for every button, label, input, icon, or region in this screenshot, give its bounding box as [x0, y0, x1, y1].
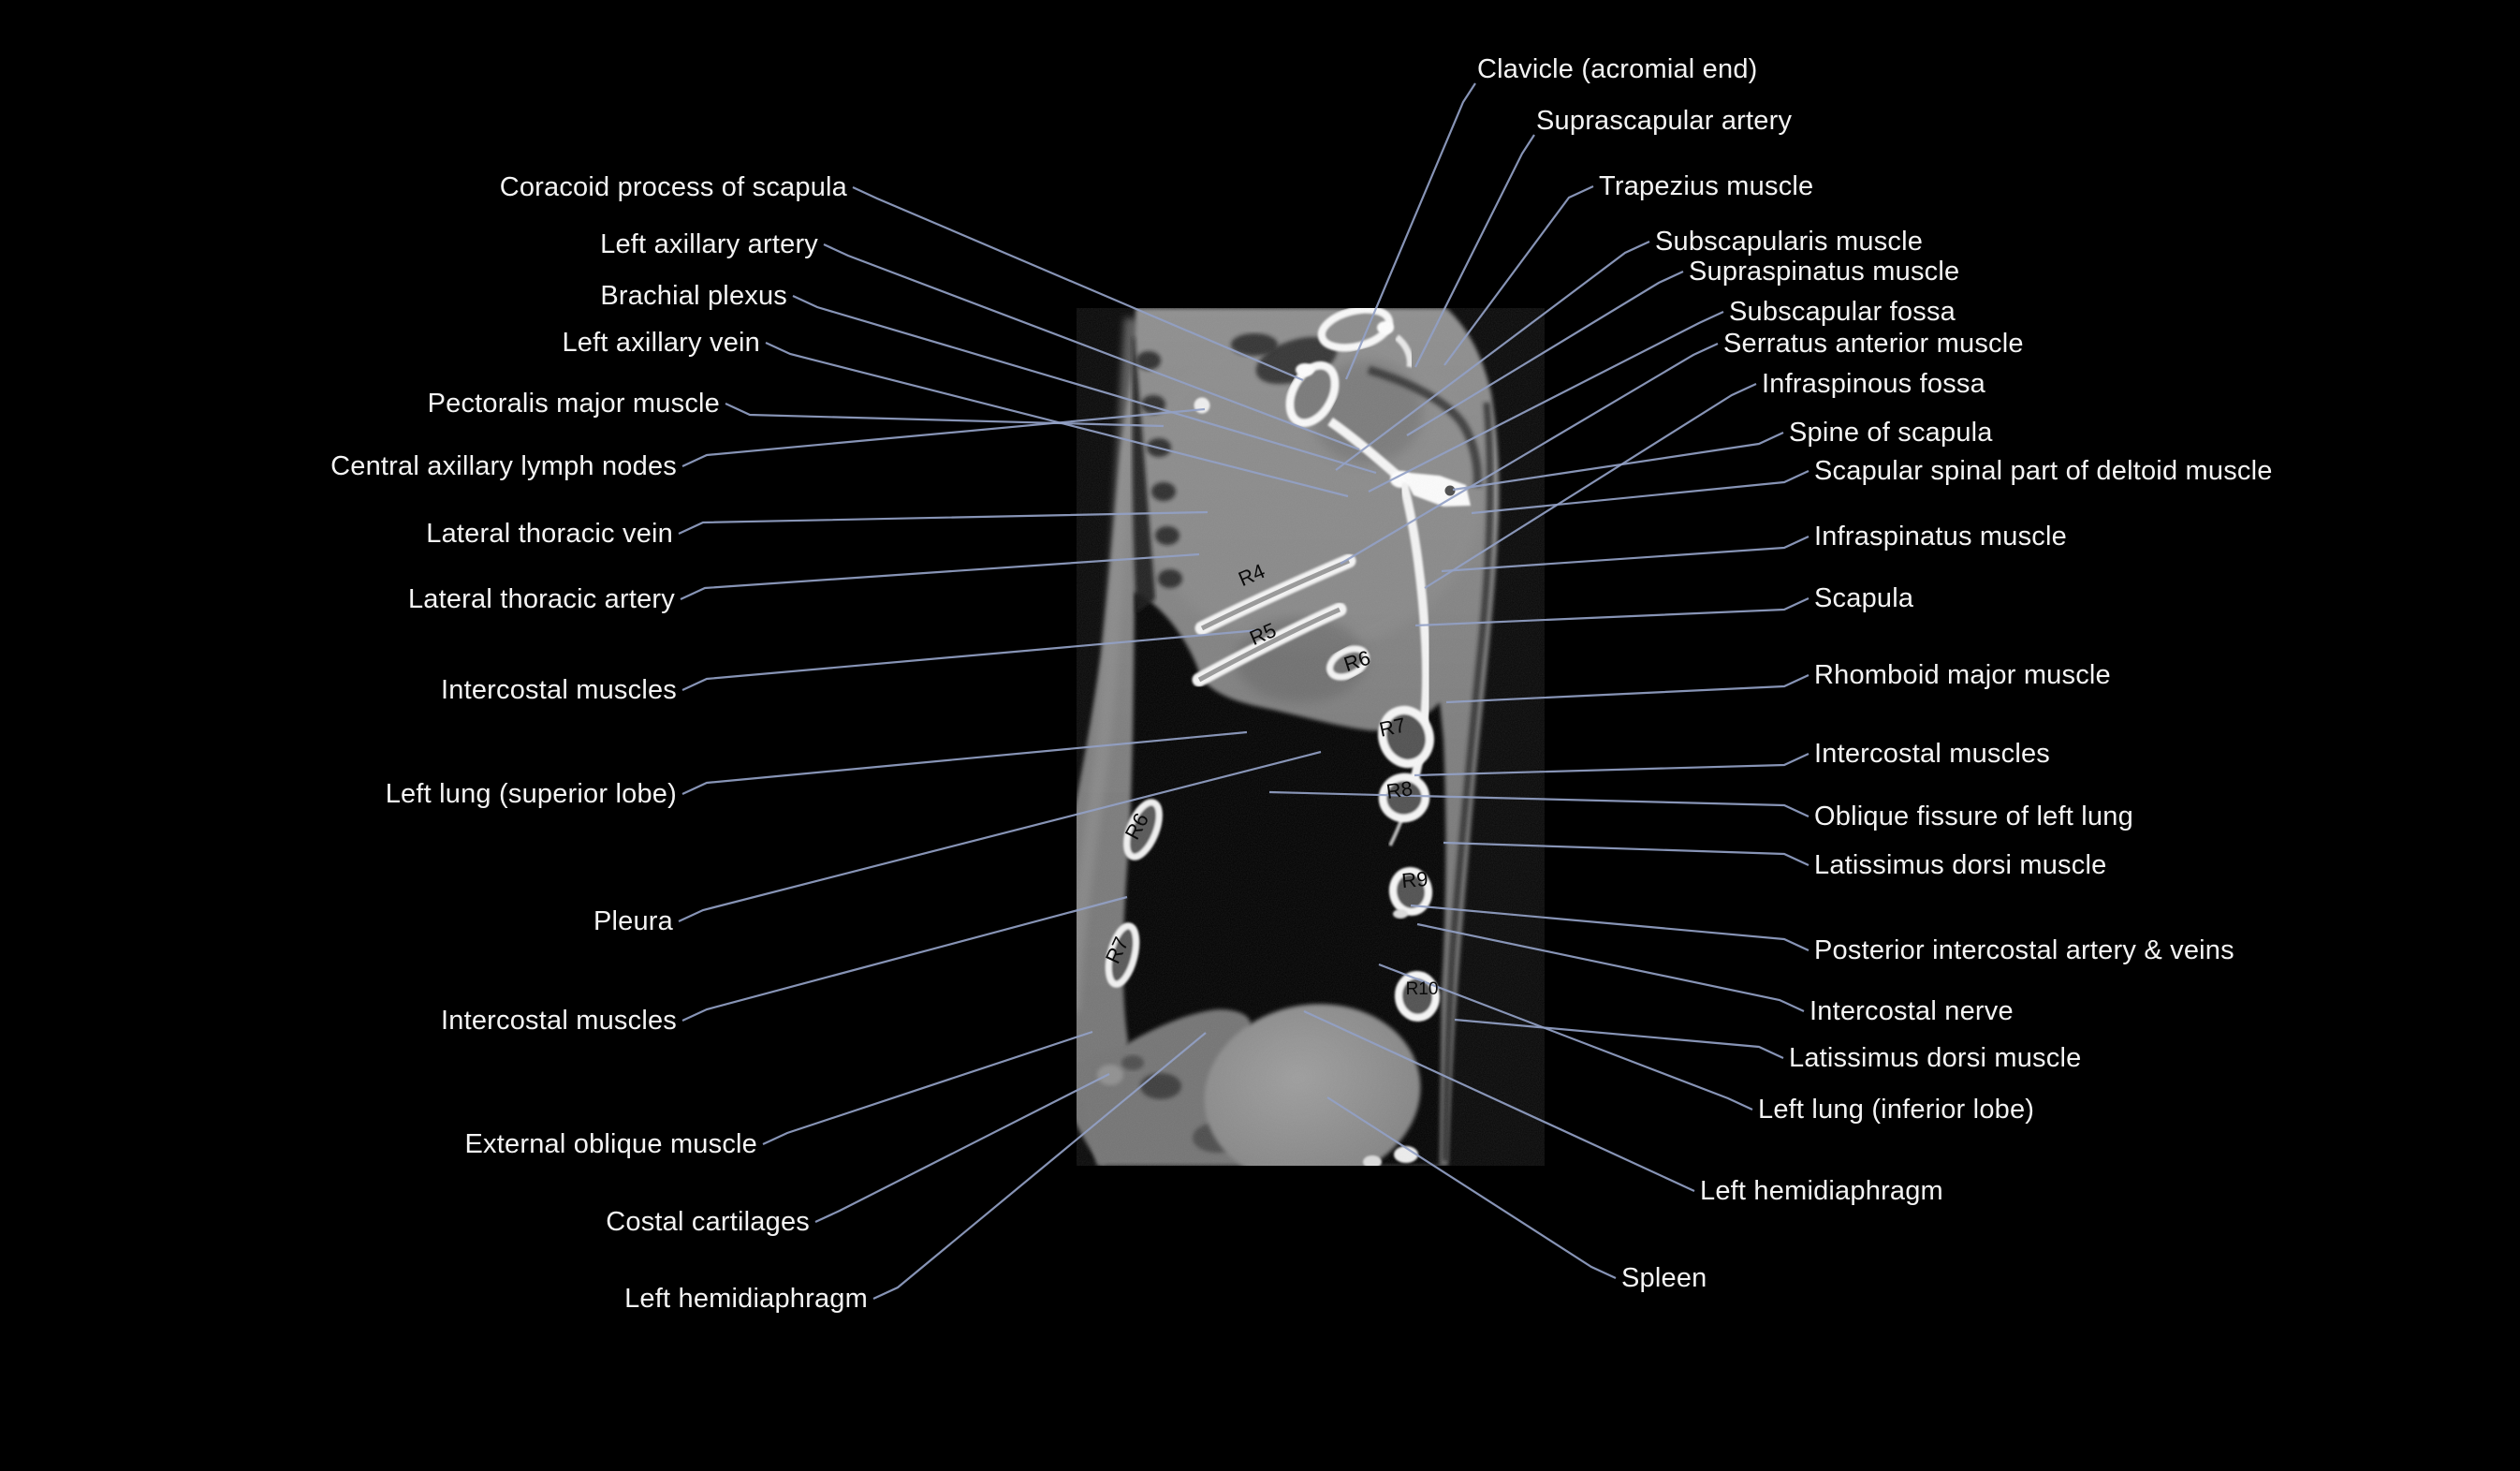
anatomy-label: Spine of scapula — [1789, 418, 1993, 448]
anatomy-label: Intercostal muscles — [441, 675, 677, 705]
leader-line — [1414, 753, 1809, 777]
leader-line — [1406, 271, 1684, 436]
anatomy-label: Left lung (inferior lobe) — [1758, 1095, 2035, 1125]
leader-line — [1416, 922, 1805, 1012]
anatomy-label: Intercostal muscles — [441, 1006, 677, 1036]
leader-line — [1443, 841, 1809, 866]
anatomy-label: External oblique muscle — [464, 1129, 757, 1159]
leader-line — [1452, 432, 1784, 492]
anatomy-label: Left hemidiaphragm — [1700, 1176, 1943, 1206]
leader-line — [762, 1030, 1093, 1145]
anatomy-label: Lateral thoracic vein — [426, 519, 673, 549]
leader-line — [1424, 383, 1757, 589]
anatomy-label: Trapezius muscle — [1599, 171, 1814, 201]
leader-line — [681, 895, 1128, 1022]
anatomy-label: Intercostal nerve — [1809, 996, 2014, 1026]
rib-label: R5 — [1246, 618, 1280, 650]
leader-line — [823, 243, 1360, 451]
rib-label: R7 — [1101, 934, 1134, 967]
leader-line — [872, 1032, 1207, 1300]
ct-scan-content — [1077, 308, 1545, 1166]
leader-line — [814, 1073, 1110, 1223]
leader-line — [678, 750, 1322, 922]
anatomy-label: Left hemidiaphragm — [624, 1284, 868, 1314]
anatomy-label: Pectoralis major muscle — [427, 389, 720, 419]
anatomy-label: Scapular spinal part of deltoid muscle — [1814, 456, 2273, 486]
leader-line — [1340, 343, 1719, 565]
anatomy-label: Central axillary lymph nodes — [330, 451, 677, 481]
leader-line — [681, 730, 1248, 795]
leader-line — [1414, 597, 1809, 627]
anatomy-label: Subscapularis muscle — [1655, 227, 1924, 257]
anatomy-label: Scapula — [1814, 583, 1914, 613]
anatomy-label: Latissimus dorsi muscle — [1789, 1043, 2082, 1073]
rib-label: R7 — [1377, 713, 1408, 742]
rib-label: R4 — [1235, 559, 1268, 591]
leader-line — [1443, 185, 1594, 366]
anatomy-label: Clavicle (acromial end) — [1477, 54, 1758, 84]
leader-line — [1344, 82, 1476, 380]
anatomy-label: Rhomboid major muscle — [1814, 660, 2111, 690]
leader-line — [1414, 134, 1535, 368]
leader-line — [678, 510, 1209, 535]
leader-line — [1441, 536, 1809, 573]
anatomy-label: Spleen — [1621, 1263, 1707, 1293]
anatomy-label: Pleura — [593, 906, 673, 936]
anatomy-label: Infraspinatus muscle — [1814, 522, 2067, 552]
rib-label: R8 — [1385, 776, 1414, 803]
anatomy-label: Serratus anterior muscle — [1723, 329, 2024, 359]
leader-line — [680, 552, 1200, 600]
anatomy-label: Left lung (superior lobe) — [385, 779, 677, 809]
leader-line — [1368, 311, 1724, 493]
leader-line — [1303, 1010, 1695, 1192]
leader-line — [1454, 1018, 1784, 1059]
leader-line — [681, 407, 1206, 467]
anatomy-label: Suprascapular artery — [1536, 106, 1793, 136]
anatomy-label: Posterior intercostal artery & veins — [1814, 935, 2234, 965]
anatomy-label: Costal cartilages — [606, 1207, 810, 1237]
rib-label: R6 — [1121, 809, 1153, 844]
anatomy-label: Left axillary artery — [600, 229, 818, 259]
leader-line — [1326, 1096, 1617, 1279]
anatomy-label: Infraspinous fossa — [1762, 369, 1985, 399]
leader-line — [1378, 963, 1753, 1111]
rib-label: R6 — [1341, 646, 1372, 676]
anatomy-label: Left axillary vein — [562, 328, 760, 358]
anatomy-label: Lateral thoracic artery — [407, 584, 675, 614]
anatomy-label: Coracoid process of scapula — [499, 172, 847, 202]
anatomy-label: Oblique fissure of left lung — [1814, 802, 2133, 831]
leader-line — [852, 186, 1304, 382]
leader-line — [765, 342, 1349, 498]
anatomy-label: Intercostal muscles — [1814, 739, 2050, 769]
leader-line — [725, 403, 1165, 428]
leader-line — [1335, 241, 1650, 471]
rib-label: R10 — [1406, 979, 1439, 999]
leader-line — [1410, 904, 1809, 951]
anatomy-label: Subscapular fossa — [1729, 297, 1956, 327]
leader-line — [792, 295, 1377, 475]
anatomy-label: Supraspinatus muscle — [1689, 257, 1960, 287]
leader-line — [1268, 790, 1809, 817]
rib-label: R9 — [1400, 867, 1428, 892]
anatomy-label: Latissimus dorsi muscle — [1814, 850, 2107, 880]
leader-line — [1445, 674, 1809, 704]
leader-line — [681, 628, 1260, 691]
leader-line — [1471, 470, 1809, 515]
anatomy-label: Brachial plexus — [600, 281, 787, 311]
